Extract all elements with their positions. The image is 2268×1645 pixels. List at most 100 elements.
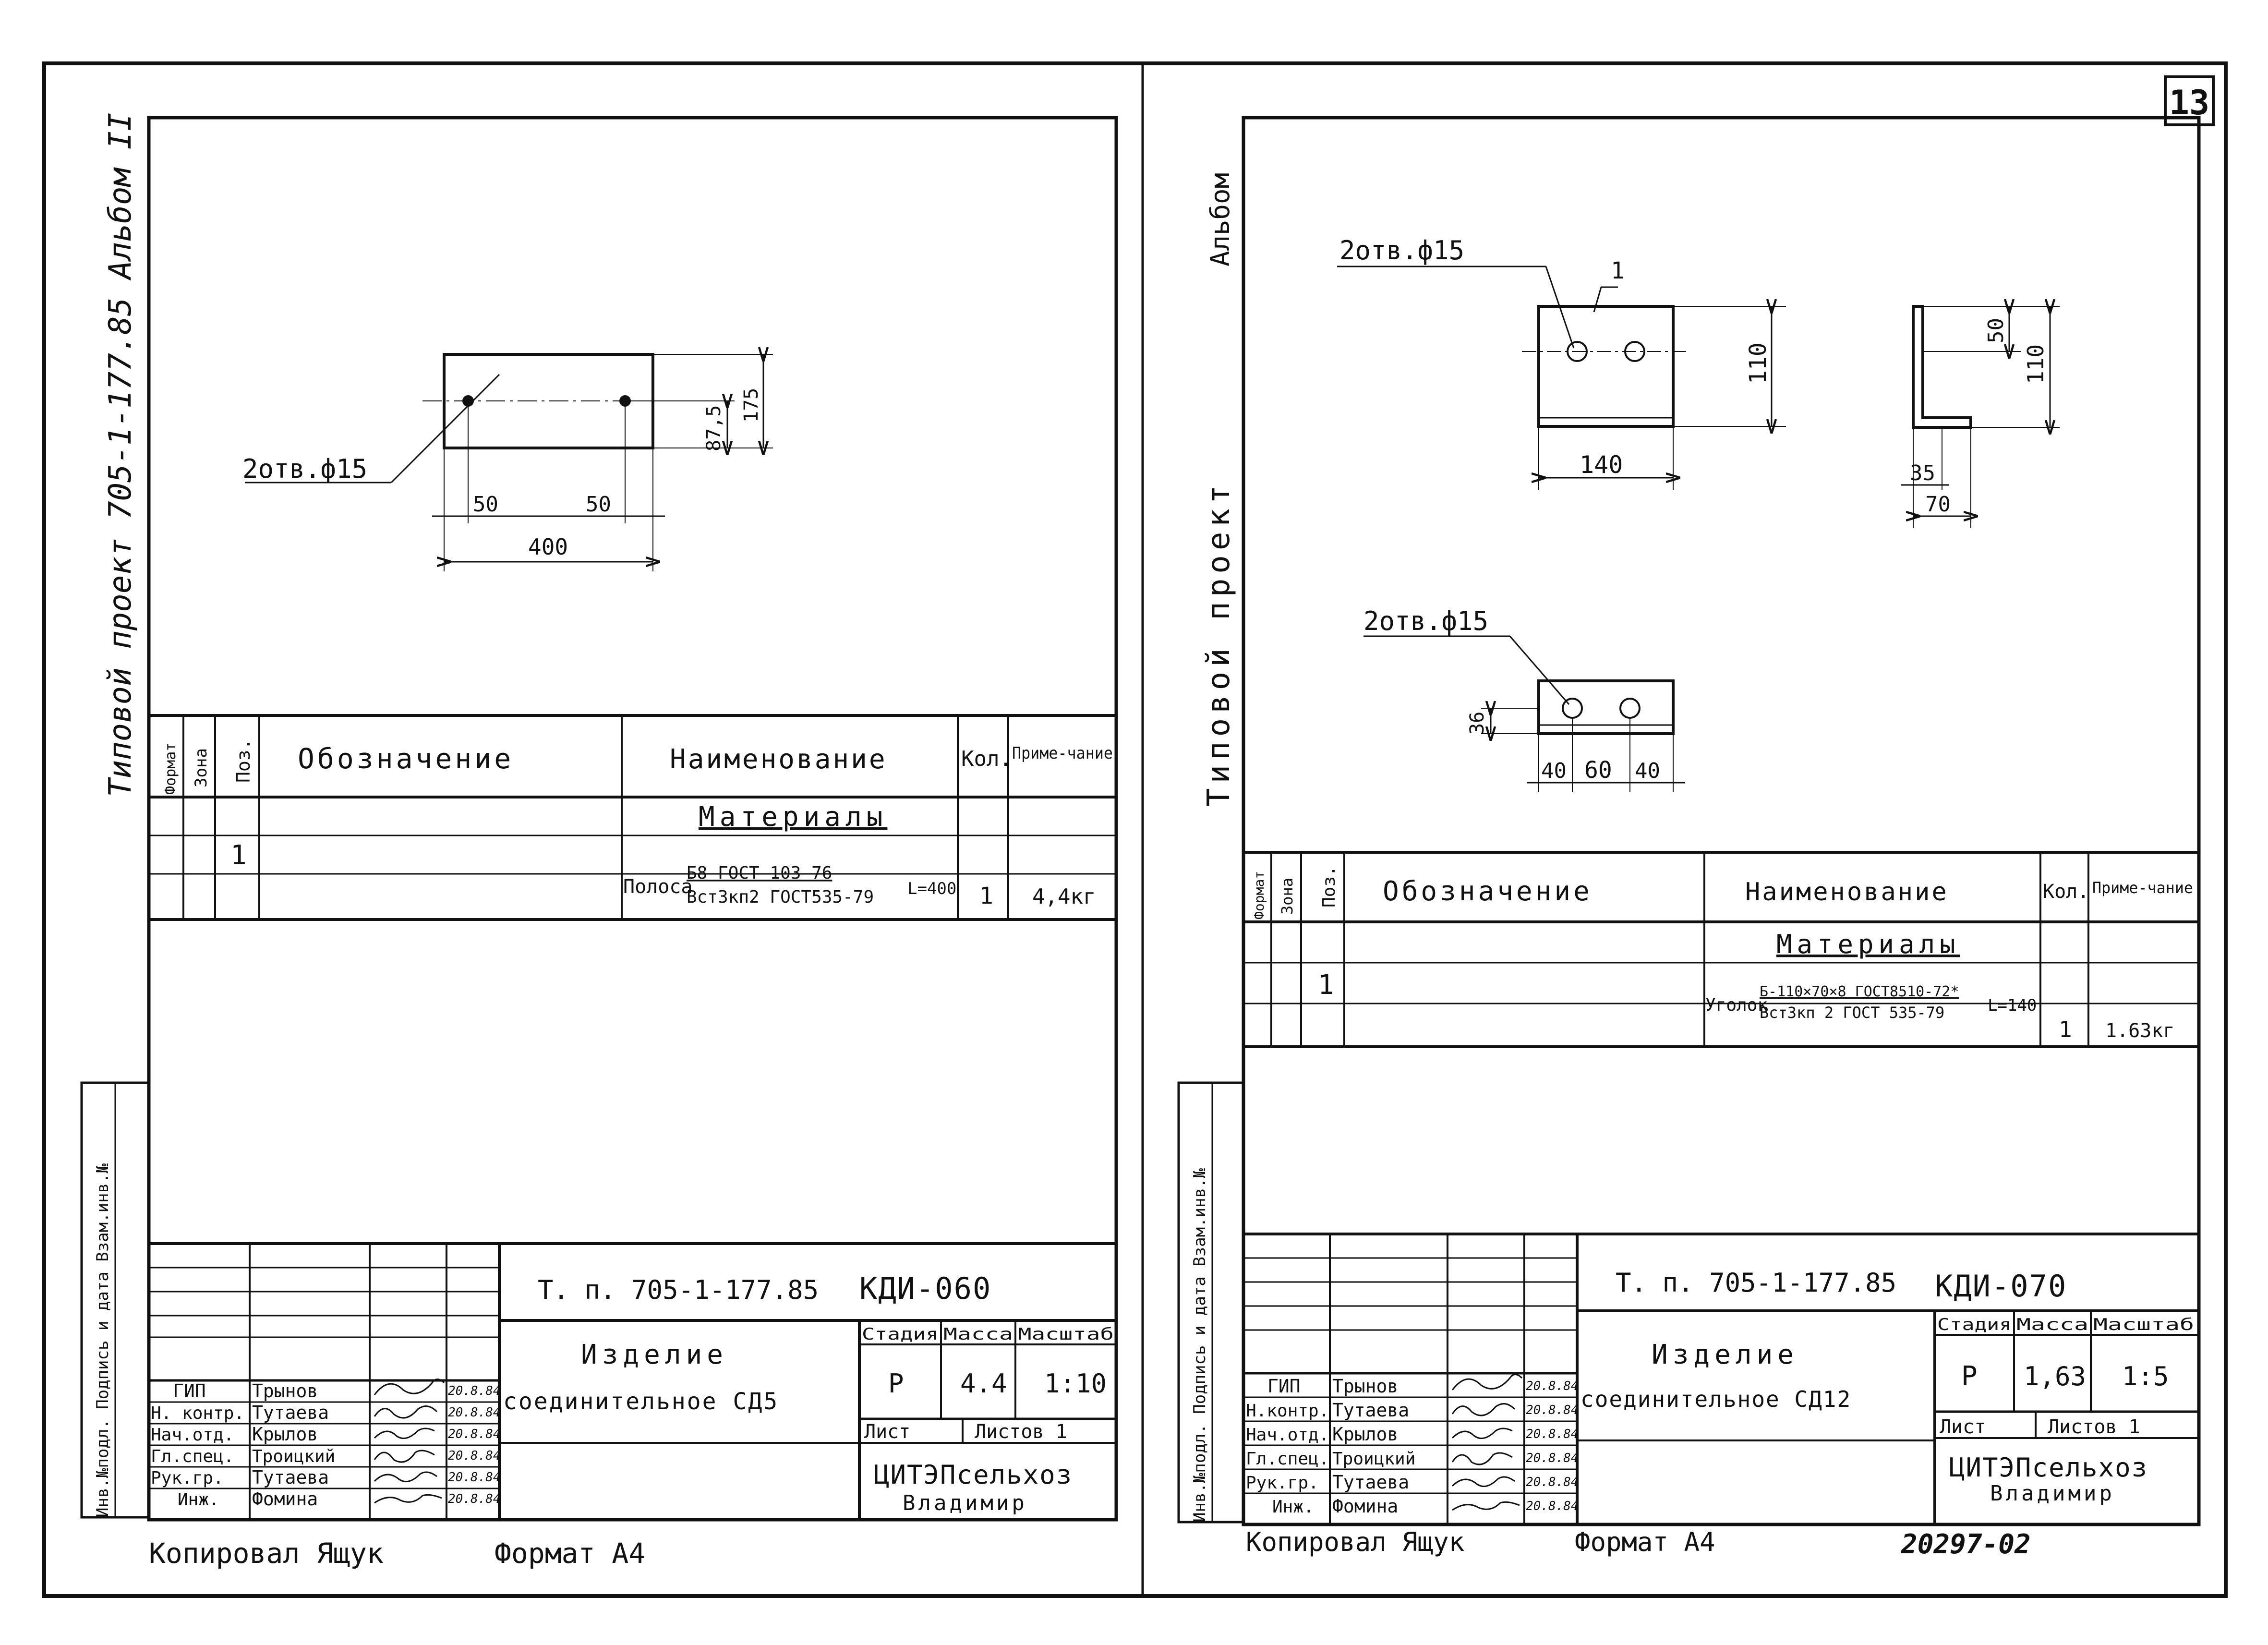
- left-name-4: Тутаева: [252, 1467, 329, 1488]
- left-date-1: 20.8.84: [448, 1405, 501, 1420]
- right-name-5: Фомина: [1332, 1496, 1398, 1517]
- left-date-2: 20.8.84: [448, 1427, 501, 1441]
- right-dim-110-right: 110: [2023, 344, 2049, 384]
- right-format: Формат А4: [1575, 1527, 1715, 1557]
- right-title-block-lines: [1243, 1233, 2199, 1524]
- right-row-qty: 1: [2059, 1016, 2072, 1042]
- left-role-3: Гл.спец.: [151, 1447, 234, 1466]
- left-doc-code: Т. п. 705-1-177.85: [538, 1275, 819, 1305]
- left-name-5: Фомина: [252, 1488, 318, 1510]
- right-dim-140: 140: [1580, 451, 1623, 479]
- right-side-stamp: [1177, 1081, 1245, 1524]
- right-org: ЦИТЭПсельхоз: [1949, 1452, 2148, 1483]
- left-stage: Р: [888, 1368, 904, 1399]
- left-mass-label: Масса: [943, 1325, 1013, 1344]
- left-mass: 4.4: [960, 1368, 1007, 1399]
- left-dim-50-right: 50: [586, 492, 611, 517]
- right-sheet: Альбом Типовой проект: [1177, 116, 2201, 1560]
- left-role-0: ГИП: [173, 1380, 206, 1402]
- left-side-label: Типовой проект 705-1-177.85 Альбом II: [103, 112, 138, 797]
- right-hdr-name: Наименование: [1745, 878, 1949, 907]
- left-name-3: Троицкий: [252, 1447, 335, 1466]
- left-sheet: Типовой проект 705-1-177.85 Альбом II 2о…: [80, 112, 1118, 1570]
- right-sheets-label: Листов 1: [2048, 1416, 2140, 1438]
- left-item-subtitle: соединительное СД5: [503, 1388, 779, 1415]
- right-section-title: Материалы: [1776, 929, 1960, 959]
- right-angle-bottom-view: [1537, 679, 1675, 735]
- left-role-1: Н. контр.: [151, 1403, 244, 1423]
- right-item-title: Изделие: [1652, 1339, 1798, 1370]
- left-date-3: 20.8.84: [448, 1449, 501, 1463]
- right-mass-label: Масса: [2016, 1315, 2088, 1334]
- right-name-0: Трынов: [1332, 1376, 1398, 1397]
- right-mass: 1,63: [2024, 1361, 2086, 1391]
- left-side-stamp: [80, 1081, 150, 1519]
- right-side-stamp-label: Инв.№подл. Подпись и дата Взам.инв.№: [1190, 1168, 1209, 1522]
- page-number-box: [2164, 75, 2215, 126]
- left-sheet-code: КДИ-060: [859, 1271, 991, 1306]
- left-format: Формат А4: [495, 1537, 645, 1570]
- right-dim-50: 50: [1984, 318, 2008, 343]
- right-angle-profile: [1912, 305, 1972, 429]
- right-date-4: 20.8.84: [1526, 1475, 1579, 1489]
- left-stage-label: Стадия: [862, 1325, 939, 1344]
- right-staff-rows: ГИП Н.контр. Нач.отд. Гл.спец. Рук.гр. И…: [1246, 1376, 1579, 1517]
- right-item-subtitle: соединительное СД12: [1580, 1386, 1851, 1412]
- right-pos-callout: 1: [1611, 257, 1625, 284]
- right-name-1: Тутаева: [1332, 1400, 1409, 1421]
- left-row-name-prefix: Полоса: [623, 876, 693, 898]
- right-angle-front: [1537, 305, 1675, 428]
- page-number: 13: [2169, 83, 2209, 122]
- right-holes-label-top: 2отв.ф15: [1339, 235, 1464, 266]
- left-hdr-qty: Кол.: [961, 747, 1012, 771]
- right-dim-35: 35: [1910, 461, 1935, 485]
- left-hdr-format: Формат: [162, 743, 179, 795]
- right-row-note: 1.63кг: [2105, 1020, 2175, 1042]
- left-row-name-top: Б8 ГОСТ 103-76: [687, 863, 832, 883]
- left-date-5: 20.8.84: [448, 1492, 501, 1506]
- right-copied-by: Копировал Ящук: [1246, 1527, 1464, 1557]
- right-stage-label: Стадия: [1937, 1315, 2012, 1334]
- right-name-2: Крылов: [1332, 1424, 1398, 1445]
- right-role-5: Инж.: [1272, 1497, 1314, 1517]
- left-part-drawing: 2отв.ф15 87,5 175 50 50 400: [242, 354, 773, 571]
- left-item-title: Изделие: [581, 1339, 728, 1370]
- left-date-4: 20.8.84: [448, 1470, 501, 1485]
- right-role-0: ГИП: [1267, 1376, 1301, 1397]
- right-dim-110-left: 110: [1745, 342, 1772, 384]
- right-hdr-designation: Обозначение: [1383, 876, 1592, 907]
- right-doc-code: Т. п. 705-1-177.85: [1616, 1268, 1896, 1298]
- right-holes-label-bottom: 2отв.ф15: [1363, 606, 1488, 636]
- left-org: ЦИТЭПсельхоз: [874, 1460, 1073, 1490]
- right-role-3: Гл.спец.: [1246, 1449, 1329, 1469]
- right-stage: Р: [1961, 1361, 1978, 1392]
- right-date-5: 20.8.84: [1526, 1499, 1579, 1513]
- footer-code: 20297-02: [1901, 1529, 2031, 1560]
- right-dim-36: 36: [1466, 712, 1488, 735]
- right-dim-40-right: 40: [1635, 759, 1660, 783]
- left-hdr-zone: Зона: [192, 748, 211, 787]
- right-inner-frame: [1242, 116, 2201, 1526]
- right-dim-60: 60: [1584, 757, 1612, 784]
- left-role-4: Рук.гр.: [151, 1468, 224, 1488]
- right-date-2: 20.8.84: [1526, 1427, 1579, 1441]
- right-date-3: 20.8.84: [1526, 1451, 1579, 1465]
- right-name-3: Троицкий: [1332, 1449, 1415, 1469]
- left-scale-label: Масштаб: [1018, 1325, 1114, 1344]
- right-date-0: 20.8.84: [1526, 1379, 1579, 1393]
- left-dim-87-5: 87,5: [703, 405, 725, 451]
- right-name-4: Тутаева: [1332, 1472, 1409, 1493]
- right-side-label-main: Типовой проект: [1201, 481, 1237, 807]
- right-hole-2: [1624, 341, 1645, 362]
- left-sheets-label: Листов 1: [975, 1421, 1067, 1443]
- right-side-label-album: Альбом: [1205, 173, 1235, 266]
- left-dim-175: 175: [740, 388, 762, 423]
- right-scale: 1:5: [2122, 1361, 2169, 1391]
- outer-frame: [42, 61, 2228, 1598]
- left-side-stamp-label: Инв.№подл. Подпись и дата Взам.инв.№: [93, 1163, 112, 1517]
- left-name-2: Крылов: [252, 1424, 318, 1445]
- right-dim-40-left: 40: [1541, 759, 1567, 783]
- left-row-name-bottom: Вст3кп2 ГОСТ535-79: [687, 887, 874, 907]
- left-holes-label: 2отв.ф15: [242, 454, 367, 484]
